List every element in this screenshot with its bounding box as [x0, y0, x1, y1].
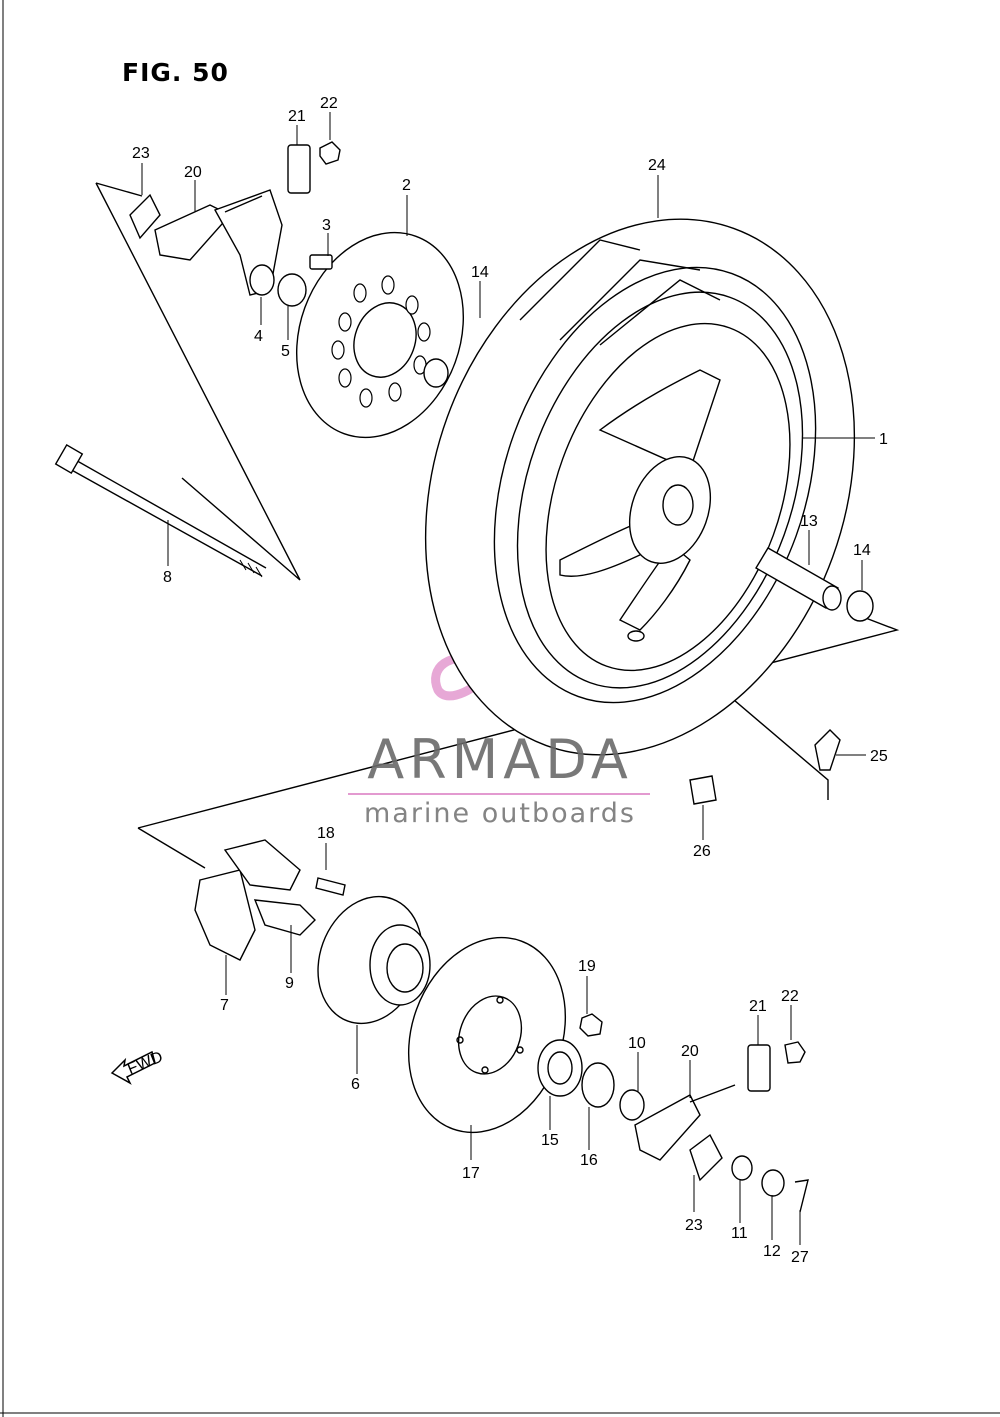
callout-labels: 1 2 3 4 5 6 7 8 9 10 11 12 13 14 14 15 1… — [132, 95, 888, 1266]
oil-seal — [581, 1062, 615, 1108]
callout-14-upper: 14 — [471, 264, 489, 281]
wheel-rim-outer — [493, 266, 817, 704]
callout-4: 4 — [254, 328, 263, 345]
callout-10: 10 — [628, 1035, 646, 1052]
bearing — [537, 1039, 583, 1097]
bearing-left — [423, 358, 449, 388]
callout-23-upper: 23 — [132, 145, 150, 162]
axle — [54, 444, 267, 578]
callout-3: 3 — [322, 217, 331, 234]
spacer — [755, 547, 842, 611]
callout-24: 24 — [648, 157, 666, 174]
callout-2: 2 — [402, 177, 411, 194]
callout-26: 26 — [693, 843, 711, 860]
watermark-name: ARMADA — [367, 728, 633, 791]
callout-22-upper: 22 — [320, 95, 338, 112]
callout-7: 7 — [220, 997, 229, 1014]
callout-17: 17 — [462, 1165, 480, 1182]
watermark-tagline: marine outboards — [363, 798, 636, 829]
callout-16: 16 — [580, 1152, 598, 1169]
callout-21-lower: 21 — [749, 998, 767, 1015]
callout-23-lower: 23 — [685, 1217, 703, 1234]
hub-bore — [662, 484, 694, 526]
leader-lines — [141, 112, 875, 1245]
callout-9: 9 — [285, 975, 294, 992]
callout-11: 11 — [731, 1225, 748, 1242]
callout-13: 13 — [800, 513, 818, 530]
brake-disc — [295, 231, 465, 439]
lower-adjuster-parts — [634, 1041, 809, 1213]
callout-6: 6 — [351, 1076, 360, 1093]
watermark-rule — [348, 793, 650, 795]
valve-stem — [814, 729, 841, 771]
wheel-assembly — [424, 218, 856, 756]
callout-8: 8 — [163, 569, 172, 586]
lower-cushion-parts — [194, 839, 346, 961]
callout-1: 1 — [879, 431, 888, 448]
figure-title: FIG. 50 — [122, 58, 229, 87]
callout-21-upper: 21 — [288, 108, 306, 125]
tread-pattern — [519, 239, 721, 346]
callout-20-lower: 20 — [681, 1043, 699, 1060]
bearing-right — [846, 590, 874, 622]
fwd-arrow: FWD — [110, 1049, 165, 1085]
fwd-label: FWD — [125, 1049, 165, 1078]
callout-18: 18 — [317, 825, 335, 842]
spacer-lower — [619, 1089, 645, 1121]
callout-5: 5 — [281, 343, 290, 360]
callout-12: 12 — [763, 1243, 781, 1260]
clip — [689, 775, 717, 805]
callout-14-right: 14 — [853, 542, 871, 559]
callout-27: 27 — [791, 1249, 809, 1266]
callout-20-upper: 20 — [184, 164, 202, 181]
callout-22-lower: 22 — [781, 988, 799, 1005]
rear-hub — [317, 895, 431, 1025]
callout-19: 19 — [578, 958, 596, 975]
callout-15: 15 — [541, 1132, 559, 1149]
upper-adjuster-parts — [129, 141, 341, 307]
callout-25: 25 — [870, 748, 888, 765]
nut — [579, 1013, 603, 1037]
